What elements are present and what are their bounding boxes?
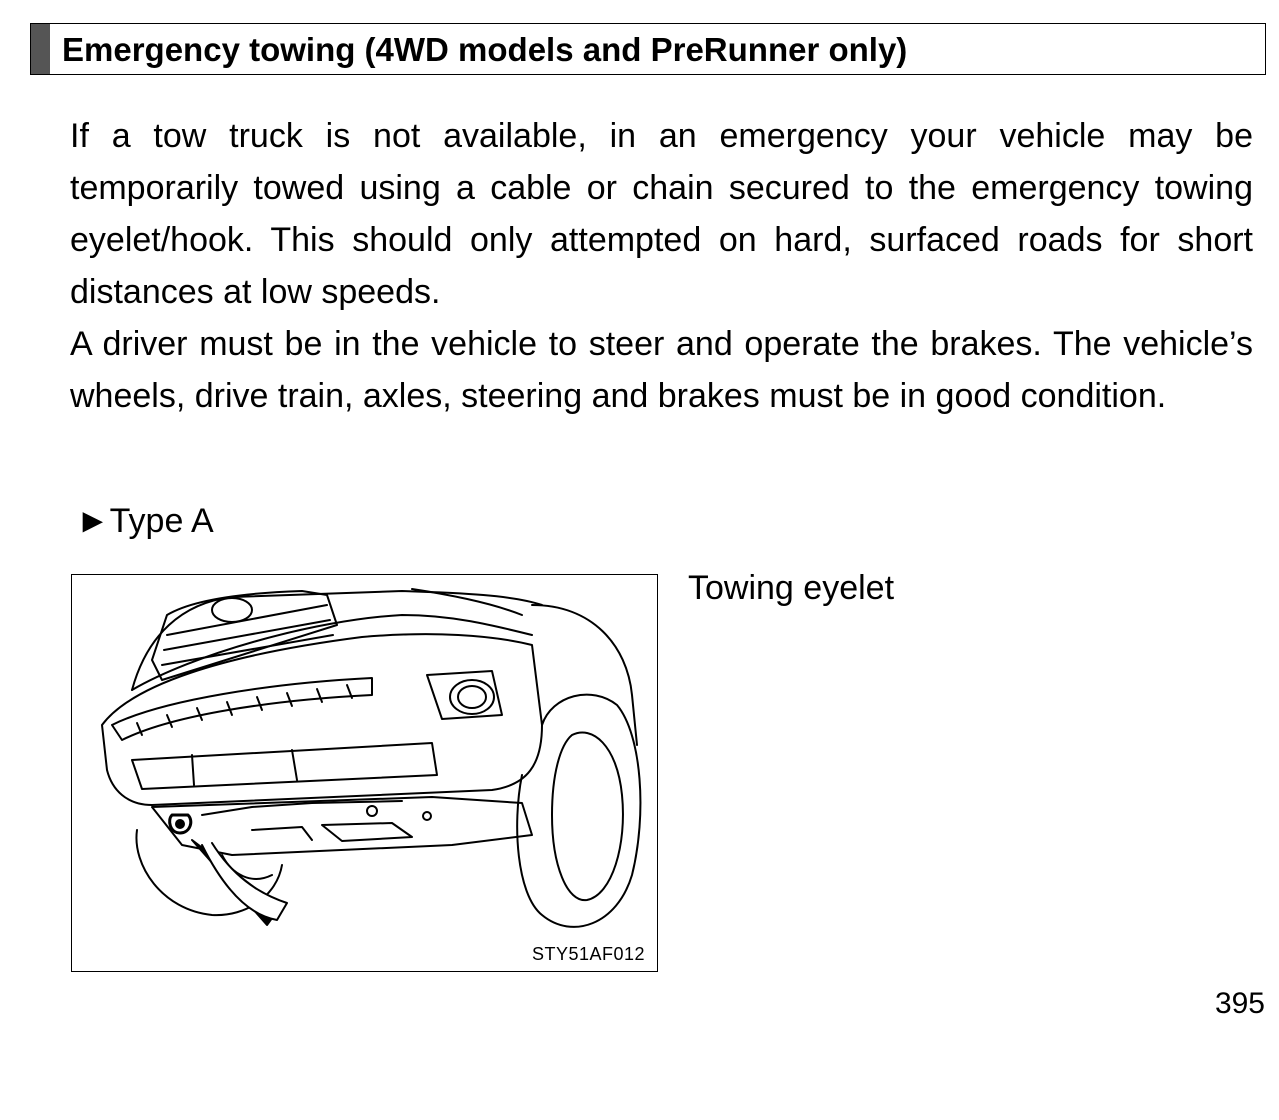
- paragraph-2: A driver must be in the vehicle to steer…: [70, 325, 1253, 415]
- grille-slat: [163, 619, 331, 651]
- figure-box: STY51AF012: [71, 574, 658, 972]
- towing-eyelet: [168, 813, 193, 835]
- bumper-body: [101, 633, 543, 806]
- grille-outline: [151, 590, 338, 681]
- body-text: If a tow truck is not available, in an e…: [70, 110, 1253, 422]
- page-number: 395: [1214, 987, 1265, 1020]
- paragraph-1: If a tow truck is not available, in an e…: [70, 117, 1253, 311]
- figure-code: STY51AF012: [529, 944, 647, 965]
- chassis: [151, 796, 533, 856]
- wheel-outer: [516, 693, 642, 928]
- bumper-top: [131, 614, 533, 691]
- fender: [531, 604, 638, 746]
- section-header-bar: [31, 24, 50, 74]
- emblem: [211, 597, 253, 623]
- wheel-inner: [551, 731, 624, 902]
- section-header: Emergency towing (4WD models and PreRunn…: [30, 23, 1266, 75]
- callout-towing-eyelet: Towing eyelet: [688, 569, 895, 607]
- fog-lamp-housing: [426, 670, 503, 720]
- fog-lamp: [449, 679, 495, 715]
- section-title: Emergency towing (4WD models and PreRunn…: [62, 30, 908, 68]
- type-label-text: Type A: [109, 502, 214, 540]
- type-label: ►Type A: [76, 497, 214, 545]
- grille-slat: [161, 634, 334, 666]
- grille-slat: [166, 604, 328, 636]
- triangle-bullet-icon: ►: [76, 502, 110, 540]
- air-intake: [111, 677, 373, 741]
- windshield-line: [411, 588, 523, 616]
- left-wheel: [135, 829, 283, 917]
- truck-front-illustration: [101, 588, 642, 928]
- skid-plate: [131, 742, 438, 790]
